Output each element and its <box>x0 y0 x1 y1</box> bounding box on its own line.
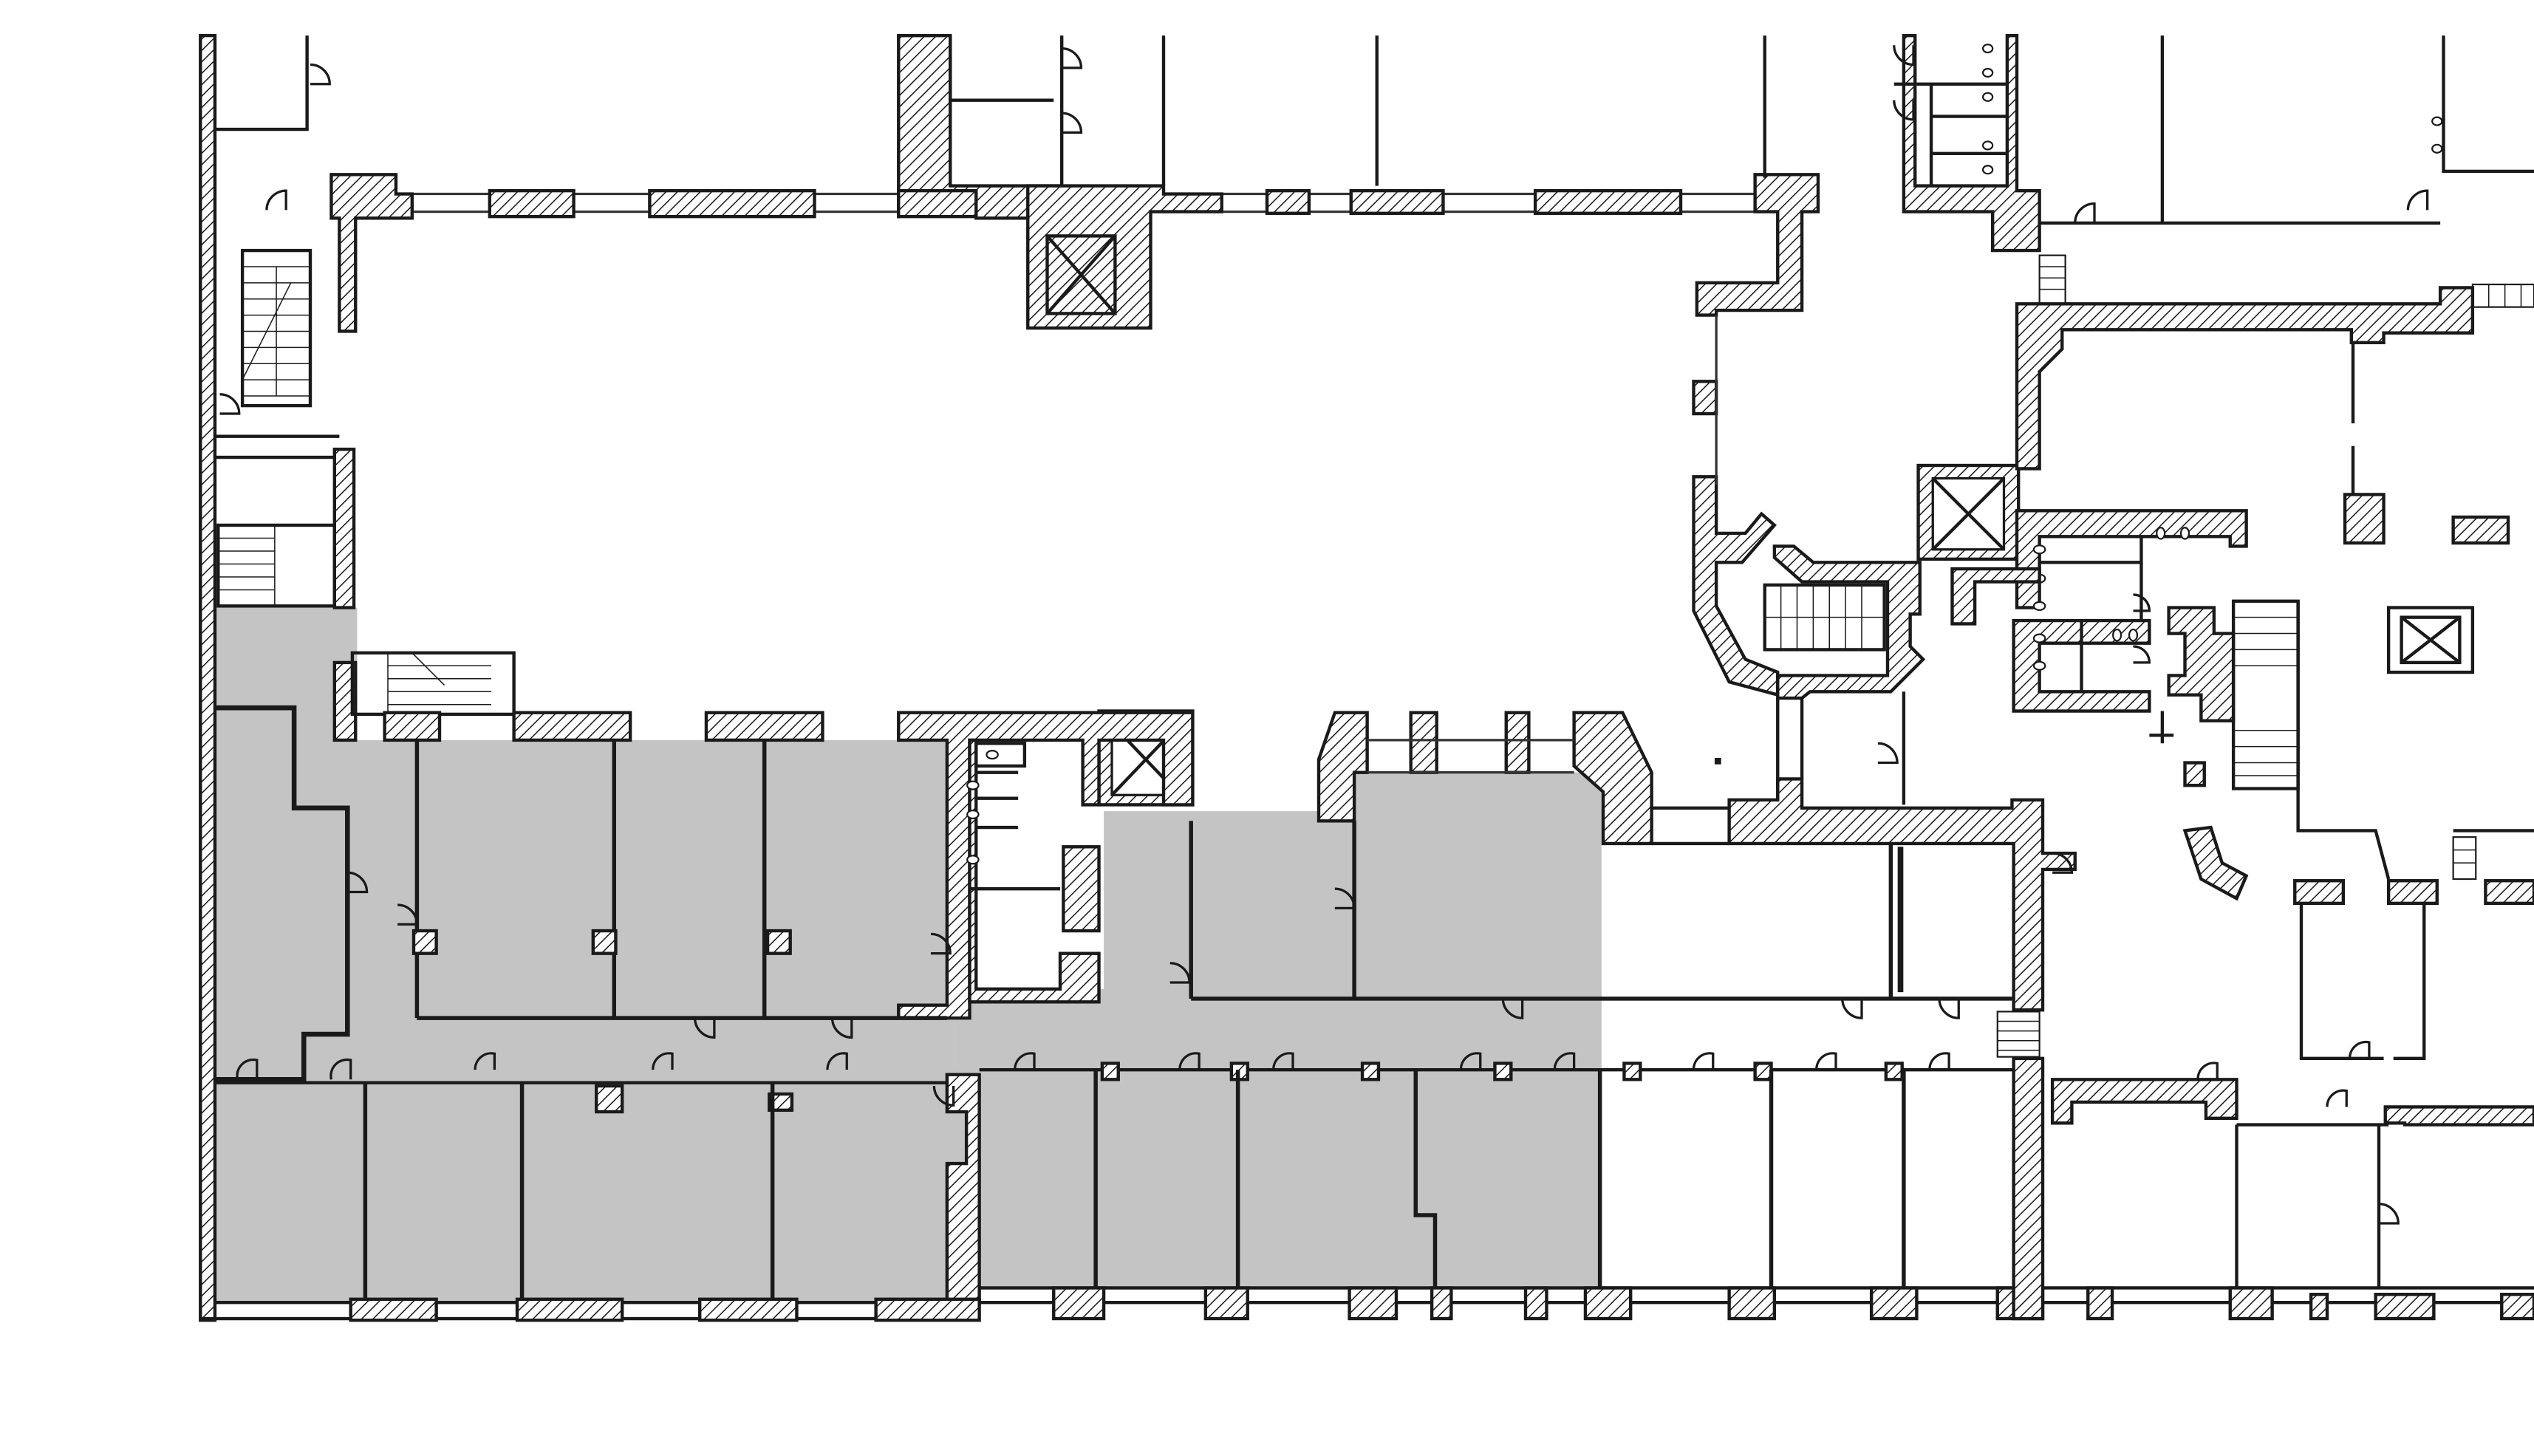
right-wing-walls <box>949 35 2534 1321</box>
left-bold-partition <box>214 705 350 1082</box>
north-rooms-partitions <box>411 739 2012 1020</box>
elevator-shaft-icon <box>2386 606 2475 674</box>
staircase-icon <box>2231 599 2300 790</box>
door-swing-icon <box>219 45 2429 1225</box>
staircase-icon <box>350 651 516 717</box>
elevator-shaft-icon <box>1916 463 2021 561</box>
south-corridor-wall <box>214 1062 2021 1305</box>
elevator-shaft-icon <box>1045 234 1117 315</box>
staircase-icon <box>216 523 336 608</box>
top-wall-piers <box>329 33 2041 333</box>
bottom-wall-piers <box>349 1286 2534 1322</box>
toilet-block <box>966 742 1060 891</box>
staircase-icon <box>1763 583 1886 652</box>
south-rooms-partitions <box>363 1070 1906 1303</box>
staircase-icon <box>1996 254 2534 1058</box>
staircase-icon <box>240 248 313 408</box>
toilet-icon <box>966 750 999 865</box>
central-wall-piers <box>383 711 1653 1020</box>
